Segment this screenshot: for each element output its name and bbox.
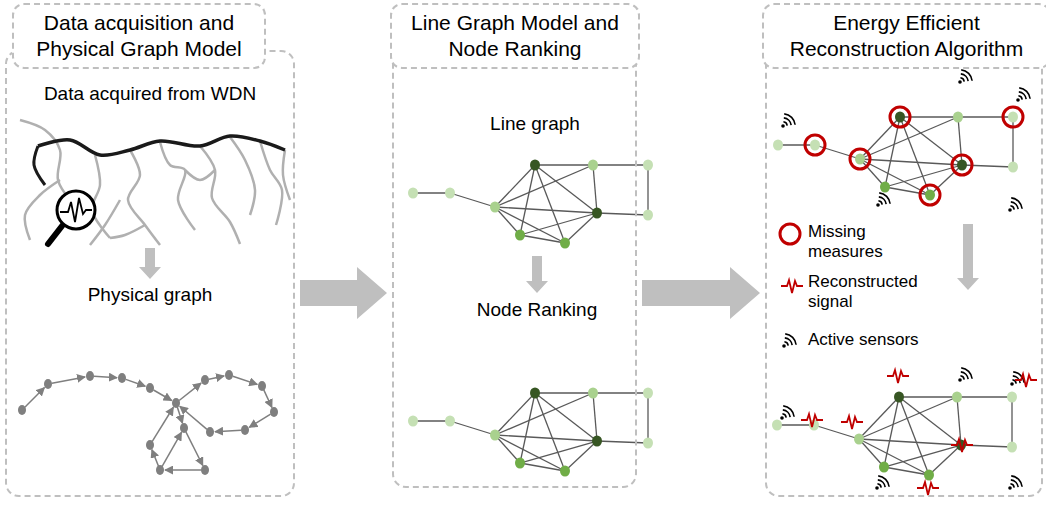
sensor-icon	[1016, 87, 1031, 102]
sensor-icon	[782, 333, 797, 348]
signal-icon	[887, 370, 909, 383]
sensor-icon	[1008, 197, 1023, 212]
signal-icon	[781, 280, 803, 293]
sensor-graph	[773, 107, 1023, 205]
reconstructed-graph	[772, 392, 1017, 481]
legend-text: Reconstructed signal	[808, 272, 926, 312]
signal-icon	[917, 482, 939, 495]
stage-arrow	[642, 267, 760, 319]
signal-icon	[1015, 374, 1037, 387]
heading-text: Energy Efficient Reconstruction Algorith…	[764, 10, 1046, 62]
signal-icon	[801, 414, 823, 427]
sensor-icon	[958, 367, 973, 382]
flow-arrow	[139, 248, 161, 279]
panel-label: Data acquired from WDN	[41, 82, 259, 105]
line-graph	[408, 160, 653, 249]
legend-sample	[780, 224, 800, 244]
panel-label: Line graph	[487, 112, 583, 135]
section-heading: Data acquisition and Physical Graph Mode…	[12, 3, 266, 69]
sensor-icon	[780, 405, 795, 420]
flow-arrow	[957, 224, 979, 290]
legend-text: Active sensors	[808, 330, 958, 350]
section-heading: Line Graph Model and Node Ranking	[390, 3, 640, 69]
sensor-icon	[875, 475, 890, 490]
stage-arrow	[300, 267, 387, 319]
signal-icon	[951, 439, 973, 452]
physical-graph	[18, 370, 278, 475]
legend-text: Missing measures	[808, 222, 920, 262]
sensor-icon	[1008, 475, 1023, 490]
sensor-icon	[958, 69, 973, 84]
sensor-icon	[781, 113, 796, 128]
stage-panel	[765, 45, 1043, 497]
panel-label: Physical graph	[85, 283, 216, 306]
stage-panel: Data acquired from WDN Physical graph	[5, 50, 295, 497]
section-heading: Energy Efficient Reconstruction Algorith…	[762, 3, 1046, 69]
heading-text: Data acquisition and Physical Graph Mode…	[14, 10, 264, 62]
network-map	[20, 120, 290, 245]
ranked-line-graph	[408, 388, 653, 477]
stage-panel: Line graphNode Ranking	[392, 45, 637, 488]
sensor-icon	[876, 192, 891, 207]
flow-arrow	[526, 256, 548, 293]
heading-text: Line Graph Model and Node Ranking	[392, 10, 638, 62]
panel-label: Node Ranking	[474, 298, 600, 321]
signal-icon	[841, 416, 863, 429]
